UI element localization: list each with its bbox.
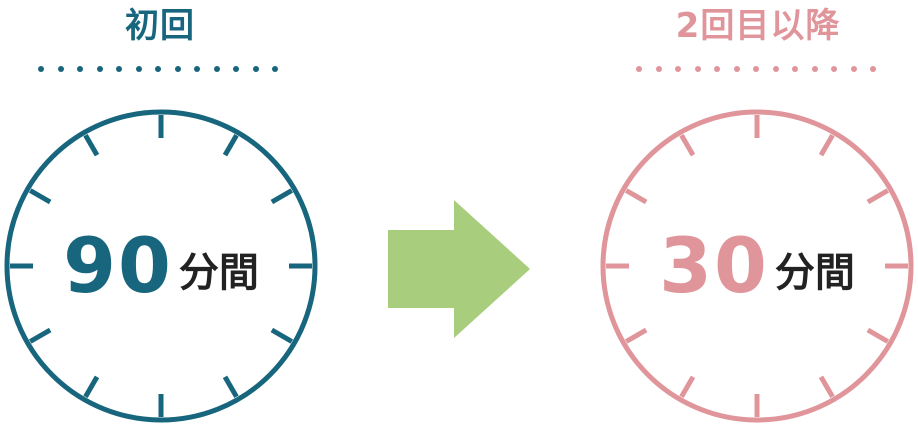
clock-tick: [222, 133, 239, 157]
divider-dot: [733, 66, 740, 72]
divider-dot: [194, 66, 200, 72]
clock-tick: [28, 327, 52, 344]
clock-dial-icon: [600, 109, 914, 423]
divider-dot: [77, 66, 83, 72]
repeat-visit-minutes: 30: [659, 221, 769, 310]
first-visit-minutes: 90: [63, 221, 173, 310]
divider-dot: [753, 66, 759, 72]
repeat-visit-duration: 30 分間: [598, 107, 916, 425]
first-visit-clock: 90 分間: [2, 107, 320, 425]
clock-tick: [624, 188, 648, 205]
first-visit-dotted-divider: [38, 66, 282, 72]
divider-dot: [636, 66, 642, 72]
divider-dot: [38, 66, 44, 72]
clock-tick: [866, 327, 890, 344]
divider-dot: [714, 66, 720, 72]
divider-dot: [850, 66, 857, 72]
clock-tick: [83, 133, 100, 157]
clock-tick: [866, 188, 890, 205]
divider-dot: [233, 66, 239, 72]
divider-dot: [870, 66, 876, 72]
divider-dot: [213, 66, 220, 72]
divider-dot: [772, 66, 779, 72]
divider-dot: [135, 66, 142, 72]
divider-dot: [811, 66, 818, 72]
divider-dot: [792, 66, 798, 72]
divider-dot: [675, 66, 681, 72]
divider-dot: [116, 66, 122, 72]
clock-tick: [270, 327, 294, 344]
clock-tick: [679, 133, 696, 157]
clock-tick: [624, 327, 648, 344]
clock-face: [600, 109, 914, 423]
divider-dot: [655, 66, 662, 72]
divider-dot: [155, 66, 161, 72]
clock-face: [4, 109, 318, 423]
clock-tick: [222, 375, 239, 399]
first-visit-label: 初回: [125, 6, 195, 46]
clock-tick: [818, 133, 835, 157]
divider-dot: [57, 66, 64, 72]
clock-tick: [28, 188, 52, 205]
right-arrow-icon: [388, 200, 530, 338]
clock-tick: [818, 375, 835, 399]
divider-dot: [272, 66, 278, 72]
clock-tick: [83, 375, 100, 399]
clock-tick: [270, 188, 294, 205]
repeat-visit-label: 2回目以降: [675, 6, 841, 46]
divider-dot: [831, 66, 837, 72]
first-visit-unit: 分間: [178, 250, 259, 296]
repeat-visit-clock: 30 分間: [598, 107, 916, 425]
divider-dot: [694, 66, 701, 72]
repeat-visit-dotted-divider: [636, 66, 880, 72]
divider-dot: [96, 66, 103, 72]
clock-tick: [679, 375, 696, 399]
divider-dot: [252, 66, 259, 72]
repeat-visit-unit: 分間: [774, 250, 855, 296]
clock-dial-icon: [4, 109, 318, 423]
divider-dot: [174, 66, 181, 72]
first-visit-duration: 90 分間: [2, 107, 320, 425]
